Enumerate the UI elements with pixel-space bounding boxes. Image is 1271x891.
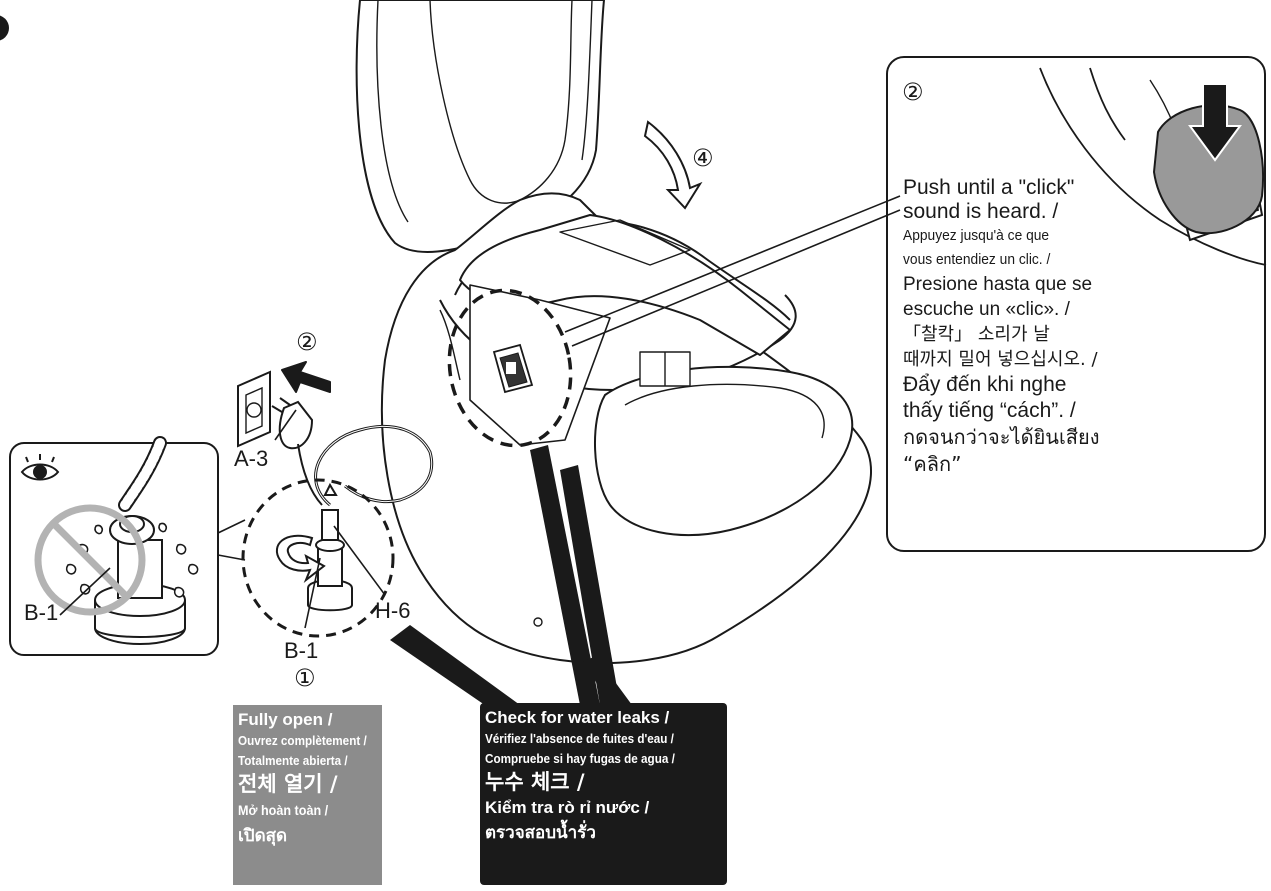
open-text-vi: Mở hoàn toàn /: [238, 797, 368, 823]
valve-part-label: B-1: [284, 640, 318, 662]
wall-outlet: [238, 372, 270, 446]
page-bullet: [0, 15, 9, 41]
plug-arrow-icon: [282, 362, 330, 392]
open-text-es: Totalmente abierta /: [238, 751, 368, 771]
open-text-fr: Ouvrez complètement /: [238, 731, 368, 751]
leak-text-en: Check for water leaks /: [485, 707, 727, 729]
step-4-number: ④: [692, 146, 714, 170]
push-text-fr-2: vous entendiez un clic. /: [903, 248, 1133, 272]
plug: [272, 398, 322, 505]
toilet-illustration: [357, 0, 871, 663]
fully-open-box: Fully open / Ouvrez complètement / Total…: [233, 705, 382, 885]
leak-text-th: ตรวจสอบน้ำรั่ว: [485, 820, 727, 847]
step-2-plug-number: ②: [296, 330, 318, 354]
open-text-ko: 전체 열기 /: [238, 771, 382, 797]
push-text-es-1: Presione hasta que se: [903, 272, 1153, 297]
valve-detail-part-label: B-1: [24, 602, 58, 624]
check-leaks-box: Check for water leaks / Vérifiez l'absen…: [480, 703, 727, 885]
push-text-en-2: sound is heard. /: [903, 200, 1153, 224]
push-text-ko-2: 때까지 밀어 넣으십시오. /: [903, 347, 1153, 372]
push-text-th-2: “คลิก”: [903, 451, 1153, 478]
push-instructions: Push until a "click" sound is heard. / A…: [903, 176, 1153, 478]
push-text-en-1: Push until a "click": [903, 176, 1153, 200]
leak-text-ko: 누수 체크 /: [485, 769, 727, 795]
leak-text-fr: Vérifiez l'absence de fuites d'eau /: [485, 729, 703, 749]
push-text-vi-2: thấy tiếng “cách”. /: [903, 398, 1153, 424]
push-text-vi-1: Đẩy đến khi nghe: [903, 372, 1153, 398]
step-1-number: ①: [294, 666, 316, 690]
eye-icon: [22, 454, 58, 480]
push-text-th-1: กดจนกว่าจะได้ยินเสียง: [903, 424, 1153, 451]
leak-text-vi: Kiểm tra rò rỉ nước /: [485, 795, 727, 820]
push-text-fr-1: Appuyez jusqu'à ce que: [903, 224, 1133, 248]
push-text-es-2: escuche un «clic». /: [903, 297, 1153, 322]
plug-part-label: A-3: [234, 448, 268, 470]
push-text-ko-1: 「찰칵」 소리가 날: [903, 322, 1153, 347]
leak-text-es: Compruebe si hay fugas de agua /: [485, 749, 703, 769]
hose-part-label: H-6: [375, 600, 410, 622]
open-text-en: Fully open /: [238, 709, 382, 731]
open-text-th: เปิดสุด: [238, 823, 382, 850]
